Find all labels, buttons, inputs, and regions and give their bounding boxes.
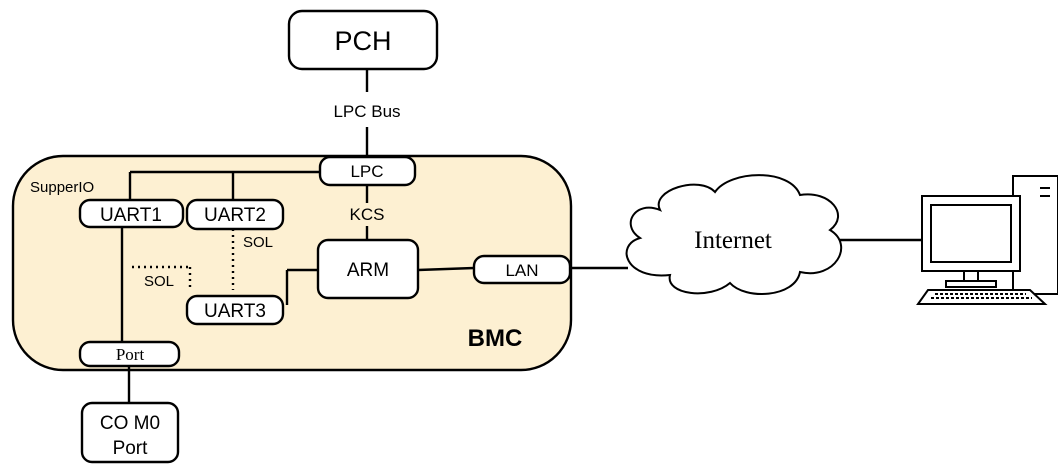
com0-label-line2: Port bbox=[113, 438, 149, 459]
arm-label: ARM bbox=[347, 260, 389, 281]
supperio-label: SupperIO bbox=[30, 179, 94, 196]
uart3-block bbox=[185, 294, 285, 326]
uart1-block bbox=[78, 198, 185, 229]
sol-links bbox=[132, 229, 235, 291]
sol-label-uart2: SOL bbox=[243, 234, 273, 251]
cloud-icon bbox=[625, 174, 843, 295]
connection-lines bbox=[120, 68, 922, 403]
internet-label: Internet bbox=[694, 227, 772, 254]
uart3-label: UART3 bbox=[204, 301, 266, 322]
com0-label-line1: CO M0 bbox=[100, 413, 160, 434]
port-label: Port bbox=[116, 345, 145, 364]
lpc-bus-label: LPC Bus bbox=[333, 102, 400, 121]
uart2-block bbox=[185, 198, 285, 231]
uart1-label: UART1 bbox=[100, 205, 162, 226]
pch-box bbox=[287, 9, 439, 71]
lpc-label: LPC bbox=[350, 162, 383, 181]
kcs-label: KCS bbox=[350, 205, 385, 224]
lan-block bbox=[472, 254, 572, 285]
computer-icon bbox=[916, 175, 1058, 305]
lpc-block bbox=[318, 155, 417, 187]
uart2-label: UART2 bbox=[204, 205, 266, 226]
pch-label: PCH bbox=[334, 26, 391, 56]
port-block bbox=[78, 340, 181, 368]
bmc-label: BMC bbox=[468, 325, 523, 352]
com0-port-box bbox=[80, 401, 180, 464]
lan-label: LAN bbox=[505, 261, 538, 280]
arm-block bbox=[316, 238, 420, 300]
sol-label-uart1: SOL bbox=[144, 273, 174, 290]
